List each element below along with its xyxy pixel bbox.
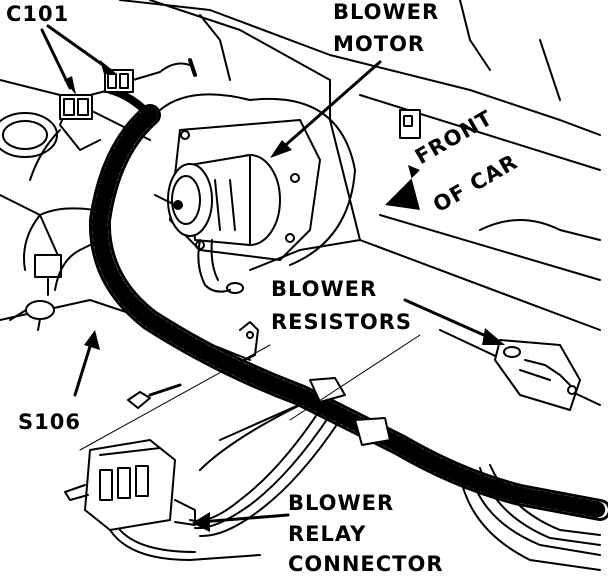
blower-motor-arrow bbox=[278, 60, 382, 152]
wiring-harness bbox=[88, 104, 608, 521]
label-blower-motor-line1: BLOWER bbox=[333, 0, 440, 24]
relay-wires bbox=[189, 399, 341, 538]
harness-clip bbox=[309, 377, 391, 446]
label-blower-relay-connector-line3: CONNECTOR bbox=[288, 552, 444, 576]
label-s106: S106 bbox=[18, 410, 81, 434]
label-blower-relay-connector-line1: BLOWER bbox=[288, 491, 395, 515]
blower-housing bbox=[159, 93, 356, 266]
screw bbox=[127, 383, 182, 409]
front-of-car-arrow bbox=[385, 165, 420, 210]
blower-resistors bbox=[494, 339, 581, 411]
harness-bracket bbox=[239, 321, 259, 361]
c101-arrow-2 bbox=[46, 24, 112, 72]
left-duct-opening bbox=[0, 112, 58, 158]
harness-end-wires bbox=[459, 464, 601, 571]
firewall-bracket bbox=[399, 109, 421, 139]
label-blower-motor-line2: MOTOR bbox=[333, 32, 426, 56]
label-blower-resistors-line1: BLOWER bbox=[271, 277, 378, 301]
label-blower-relay-connector-line2: RELAY bbox=[288, 522, 367, 546]
leader-lines bbox=[79, 334, 421, 451]
s106-arrow bbox=[73, 338, 94, 397]
relay-connector-arrow bbox=[198, 513, 290, 524]
label-c101: C101 bbox=[6, 2, 70, 26]
s106-splice-area bbox=[9, 207, 101, 331]
label-blower-resistors-line2: RESISTORS bbox=[271, 310, 413, 334]
blower-relay-connector bbox=[64, 439, 261, 561]
c101-connectors bbox=[59, 58, 197, 120]
motor-ground-wire bbox=[197, 239, 244, 294]
c101-arrow-1 bbox=[40, 28, 72, 90]
arrows bbox=[40, 24, 505, 532]
blower-motor bbox=[154, 154, 281, 246]
blower-resistors-arrow bbox=[403, 298, 497, 342]
